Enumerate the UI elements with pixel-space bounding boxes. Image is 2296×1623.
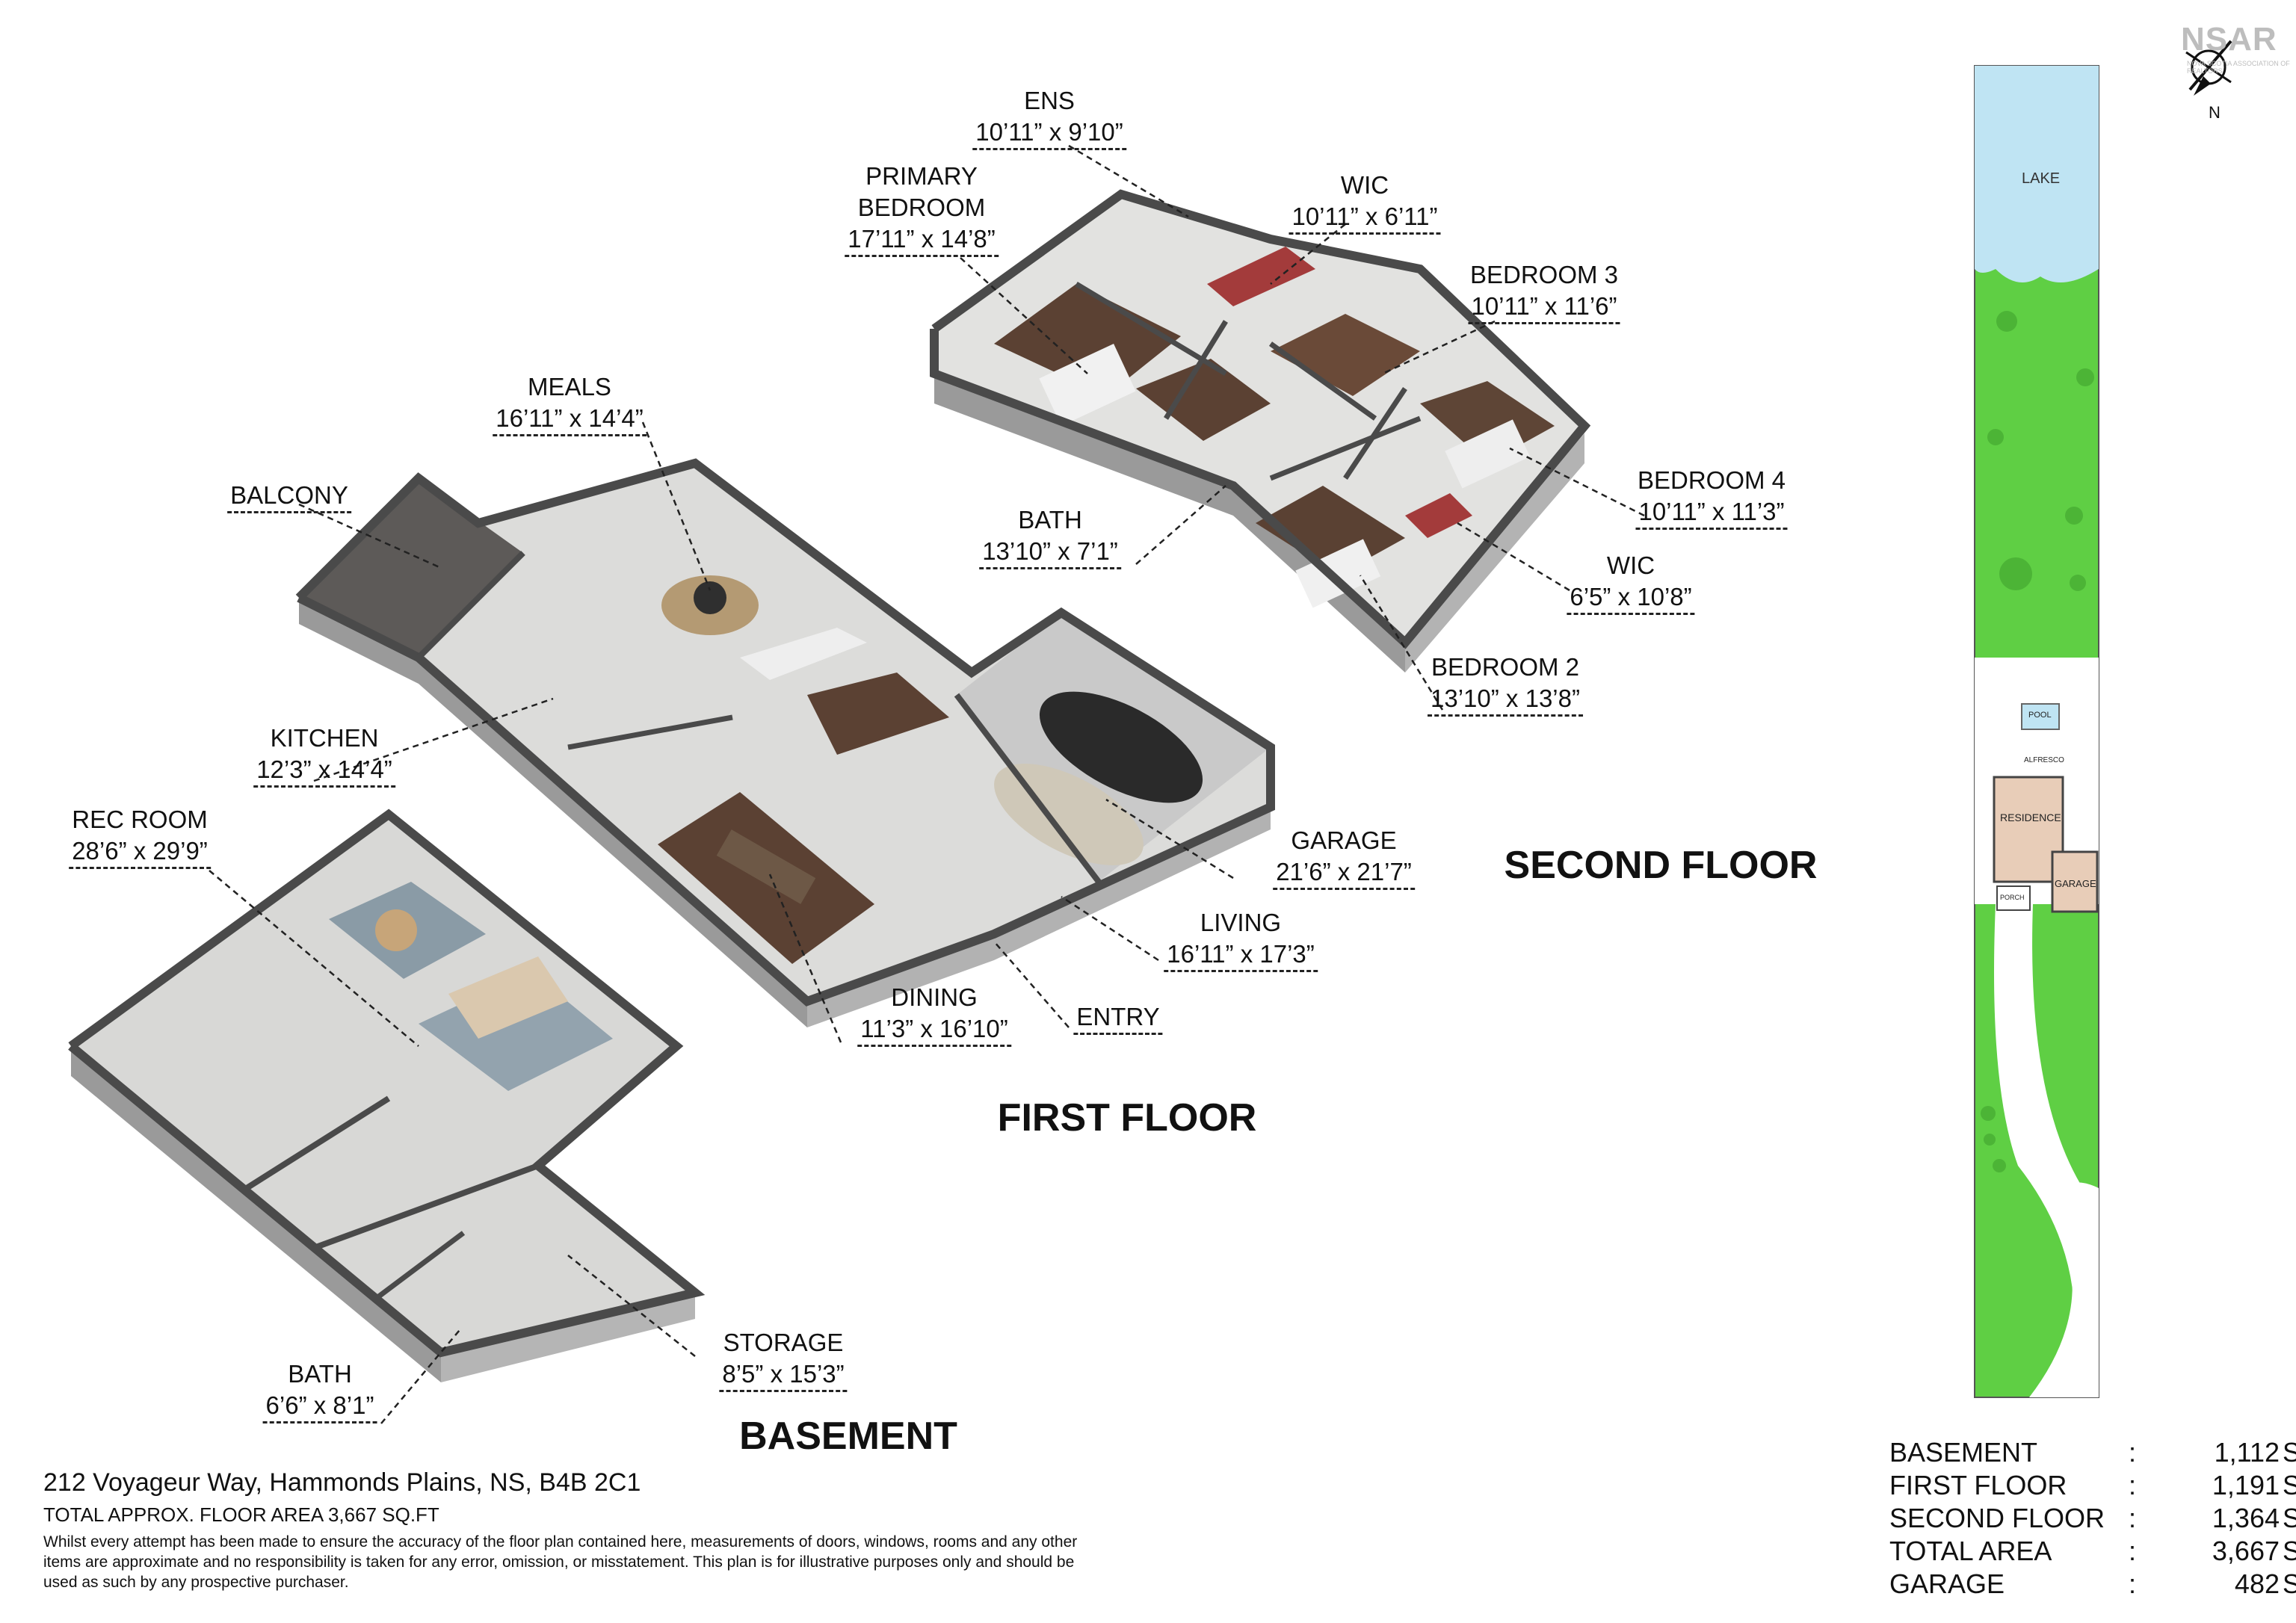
- area-unit: SQ.FT: [2283, 1536, 2296, 1566]
- room-label-bath-upper: BATH 13’10” x 7’1”: [979, 504, 1121, 569]
- room-label-storage: STORAGE 8’5” x 15’3”: [719, 1327, 848, 1392]
- area-row: SECOND FLOOR : 1,364 SQ.FT: [1889, 1502, 2296, 1535]
- area-label: FIRST FLOOR: [1889, 1470, 2067, 1500]
- compass-icon: [2185, 40, 2232, 96]
- room-label-rec-room: REC ROOM 28’6” x 29’9”: [69, 804, 211, 869]
- room-label-living: LIVING 16’11” x 17’3”: [1164, 907, 1318, 972]
- room-label-kitchen: KITCHEN 12’3” x 14’4”: [253, 723, 395, 788]
- area-unit: SQ.FT: [2283, 1568, 2296, 1599]
- area-value: 1,191: [2212, 1470, 2280, 1500]
- car-black: [1039, 691, 1203, 803]
- area-row: TOTAL AREA : 3,667 SQ.FT: [1889, 1535, 2296, 1568]
- room-label-primary-bedroom: PRIMARY BEDROOM 17’11” x 14’8”: [845, 161, 999, 257]
- primary-bedroom-floor: [994, 284, 1181, 396]
- room-label-bath-basement: BATH 6’6” x 8’1”: [262, 1358, 377, 1423]
- room-label-dining: DINING 11’3” x 16’10”: [857, 982, 1011, 1047]
- area-value: 3,667: [2212, 1536, 2280, 1566]
- room-label-bedroom4: BEDROOM 4 10’11” x 11’3”: [1635, 465, 1788, 530]
- area-unit: SQ.FT: [2283, 1437, 2296, 1468]
- lake-area: [1975, 66, 2099, 282]
- bed-primary: [1039, 344, 1136, 426]
- site-label-garage: GARAGE: [2055, 878, 2096, 889]
- area-value: 1,112: [2214, 1437, 2280, 1468]
- area-row: FIRST FLOOR : 1,191 SQ.FT: [1889, 1469, 2296, 1502]
- room-label-meals: MEALS 16’11” x 14’4”: [493, 371, 646, 436]
- room-label-wic-upper: WIC 10’11” x 6’11”: [1289, 170, 1441, 235]
- disclaimer-text: Whilst every attempt has been made to en…: [43, 1533, 1078, 1591]
- nsar-logo: NSAR: [2181, 21, 2277, 58]
- floor-title-second: SECOND FLOOR: [1504, 844, 1818, 887]
- total-floor-area: TOTAL APPROX. FLOOR AREA 3,667 SQ.FT: [43, 1503, 439, 1526]
- site-label-pool: POOL: [2028, 711, 2052, 720]
- area-label: BASEMENT: [1889, 1437, 2038, 1468]
- balcony-floor: [299, 478, 523, 658]
- wic-closet: [1207, 247, 1315, 306]
- bed-4: [1445, 419, 1531, 489]
- room-label-garage: GARAGE 21’6” x 21’7”: [1273, 825, 1415, 890]
- site-label-lake: LAKE: [2022, 170, 2061, 187]
- room-label-ens: ENS 10’11” x 9’10”: [972, 85, 1126, 150]
- floor-title-basement: BASEMENT: [739, 1415, 957, 1458]
- floor-title-first: FIRST FLOOR: [997, 1096, 1257, 1140]
- room-label-entry: ENTRY: [1073, 1001, 1163, 1035]
- room-label-bedroom3: BEDROOM 3 10’11” x 11’6”: [1468, 259, 1620, 324]
- site-label-alfresco: ALFRESCO: [2024, 756, 2064, 764]
- area-label: GARAGE: [1889, 1568, 2005, 1599]
- area-row: BASEMENT : 1,112 SQ.FT: [1889, 1436, 2296, 1469]
- nsar-logo-subtitle: NOVA SCOTIA ASSOCIATION OF REALTORS: [2187, 60, 2290, 75]
- second-floor-plan: [930, 189, 1591, 673]
- room-label-balcony: BALCONY: [227, 480, 351, 513]
- bed-2: [1295, 539, 1381, 608]
- compass-north-label: N: [2209, 103, 2221, 122]
- area-summary-table: BASEMENT : 1,112 SQ.FT FIRST FLOOR : 1,1…: [1889, 1436, 2296, 1601]
- pool-shape: [2021, 703, 2060, 730]
- bedroom3-floor: [1271, 314, 1420, 396]
- living-sofa: [740, 628, 867, 680]
- site-garage-shape: [2051, 850, 2099, 913]
- area-row: GARAGE : 482 SQ.FT: [1889, 1568, 2296, 1601]
- site-label-porch: PORCH: [2000, 894, 2025, 901]
- rec-room-sofa: [448, 956, 568, 1039]
- room-label-bedroom2: BEDROOM 2 13’10” x 13’8”: [1428, 652, 1583, 717]
- site-label-residence: RESIDENCE: [2000, 812, 2061, 823]
- property-address: 212 Voyageur Way, Hammonds Plains, NS, B…: [43, 1468, 641, 1497]
- site-plan: [1974, 65, 2099, 1398]
- basement-plan: [68, 809, 706, 1382]
- room-label-wic-lower: WIC 6’5” x 10’8”: [1567, 550, 1695, 615]
- area-value: 1,364: [2212, 1503, 2280, 1533]
- area-unit: SQ.FT: [2283, 1470, 2296, 1500]
- area-unit: SQ.FT: [2283, 1503, 2296, 1533]
- area-label: SECOND FLOOR: [1889, 1503, 2105, 1533]
- area-value: 482: [2234, 1568, 2280, 1599]
- first-floor-plan: [295, 458, 1275, 1027]
- area-label: TOTAL AREA: [1889, 1536, 2052, 1566]
